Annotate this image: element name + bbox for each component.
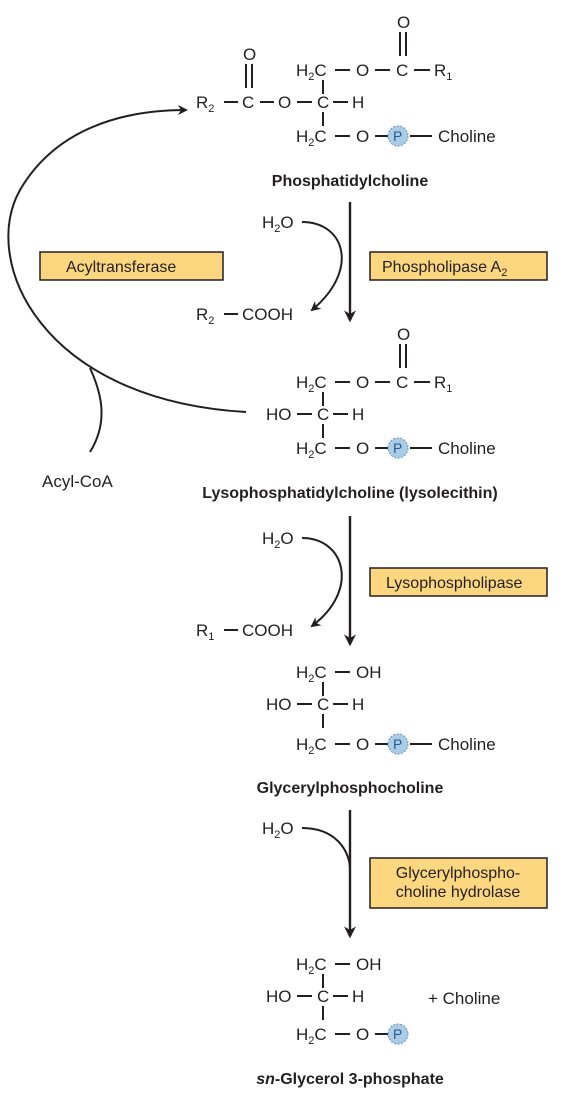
glycerylphosphocholine-name: Glycerylphosphocholine	[257, 780, 444, 797]
g3p-h2c-bottom: H2C	[296, 1025, 327, 1047]
lpc-carbonyl-oxygen: O	[397, 325, 410, 344]
g3p-phosphate-oxygen: O	[356, 1025, 369, 1044]
g3p-h2c-top: H2C	[296, 955, 327, 977]
pc-ester-oxygen-1: O	[356, 61, 369, 80]
water-2: H2O	[262, 529, 294, 551]
g3p-phosphate-label: P	[393, 1026, 402, 1042]
lpc-phosphate-oxygen: O	[356, 439, 369, 458]
pc-ester-oxygen-2: O	[278, 93, 291, 112]
phosphatidylcholine-name: Phosphatidylcholine	[272, 173, 429, 190]
water-in-curve-3	[301, 827, 351, 871]
pc-central-carbon: C	[317, 93, 329, 112]
g3p-phosphate-icon	[387, 1023, 409, 1045]
lpc-hydroxyl: HO	[266, 405, 292, 424]
svg-text:Phospholipase A2: Phospholipase A2	[382, 259, 507, 279]
g3p-hydrogen: H	[352, 987, 364, 1006]
gpc-phosphate-label: P	[393, 736, 402, 752]
r2-cooh-group: COOH	[242, 305, 293, 324]
gpc-choline: Choline	[438, 735, 496, 754]
pc-phosphate-oxygen: O	[356, 127, 369, 146]
water-in-curve-2	[301, 537, 343, 628]
acyl-coa-curve	[89, 367, 103, 453]
gpc-h2c-top: H2C	[296, 663, 327, 685]
pc-r2: R2	[196, 93, 214, 115]
pc-carbonyl-carbon-2: C	[242, 93, 254, 112]
lpc-central-carbon: C	[317, 405, 329, 424]
pc-carbonyl-oxygen-2: O	[243, 45, 256, 64]
svg-text:Acyltransferase: Acyltransferase	[66, 259, 176, 276]
pc-phosphate-icon	[387, 125, 409, 147]
gpc-phosphate-icon	[387, 733, 409, 755]
lysophosphatidylcholine-name: Lysophosphatidylcholine (lysolecithin)	[202, 485, 497, 502]
water-3: H2O	[262, 819, 294, 841]
gpc-hydroxyl-top: OH	[356, 663, 382, 682]
acyltransferase-arc	[7, 105, 247, 413]
lpc-r1: R1	[434, 373, 452, 395]
choline-coproduct: + Choline	[428, 989, 500, 1008]
phosphatidylcholine-structure: H2C O C O R1 R2 C O O C H H2C O P Cholin…	[196, 13, 496, 149]
pc-r1: R1	[434, 61, 452, 83]
glycerol-3-phosphate-name: sn-Glycerol 3-phosphate	[256, 1071, 444, 1088]
pc-hydrogen: H	[352, 93, 364, 112]
water-1: H2O	[262, 213, 294, 235]
gpc-hydroxyl-middle: HO	[266, 695, 292, 714]
gpc-phosphate-oxygen: O	[356, 735, 369, 754]
lysophosphatidylcholine-structure: H2C O C O R1 HO C H H2C O P Choline	[266, 325, 496, 461]
g3p-hydroxyl-middle: HO	[266, 987, 292, 1006]
water-in-curve-1	[301, 221, 343, 312]
g3p-hydroxyl-top: OH	[356, 955, 382, 974]
r2-cooh: R2	[196, 305, 214, 327]
svg-text:choline hydrolase: choline hydrolase	[396, 884, 521, 901]
gpc-central-carbon: C	[317, 695, 329, 714]
lpc-choline: Choline	[438, 439, 496, 458]
lpc-carbonyl-carbon: C	[396, 373, 408, 392]
lpc-h2c-top: H2C	[296, 373, 327, 395]
acyltransferase-box: Acyltransferase	[39, 251, 224, 281]
pc-choline: Choline	[438, 127, 496, 146]
r1-cooh-group: COOH	[242, 621, 293, 640]
lpc-phosphate-icon	[387, 437, 409, 459]
g3p-central-carbon: C	[317, 987, 329, 1006]
pc-h2c-bottom: H2C	[296, 127, 327, 149]
pc-carbonyl-oxygen-1: O	[397, 13, 410, 32]
svg-text:Lysophospholipase: Lysophospholipase	[386, 575, 523, 592]
gpc-h2c-bottom: H2C	[296, 735, 327, 757]
lpc-hydrogen: H	[352, 405, 364, 424]
gpc-hydrogen: H	[352, 695, 364, 714]
glycerylphosphocholine-structure: H2C OH HO C H H2C O P Choline	[266, 663, 496, 757]
phospholipase-a2-box: Phospholipase A2	[369, 251, 548, 281]
pc-carbonyl-carbon-1: C	[396, 61, 408, 80]
lpc-phosphate-label: P	[393, 440, 402, 456]
pc-h2c-top: H2C	[296, 61, 327, 83]
lpc-ester-oxygen: O	[356, 373, 369, 392]
acyl-coa-label: Acyl-CoA	[42, 472, 114, 491]
gpc-hydrolase-box: Glycerylphospho- choline hydrolase	[369, 857, 548, 909]
lysophospholipase-box: Lysophospholipase	[369, 567, 548, 597]
r1-cooh: R1	[196, 621, 214, 643]
svg-text:Glycerylphospho-: Glycerylphospho-	[396, 865, 521, 882]
lpc-h2c-bottom: H2C	[296, 439, 327, 461]
glycerol-3-phosphate-structure: H2C OH HO C H H2C O P	[266, 955, 409, 1047]
pc-phosphate-label: P	[393, 128, 402, 144]
